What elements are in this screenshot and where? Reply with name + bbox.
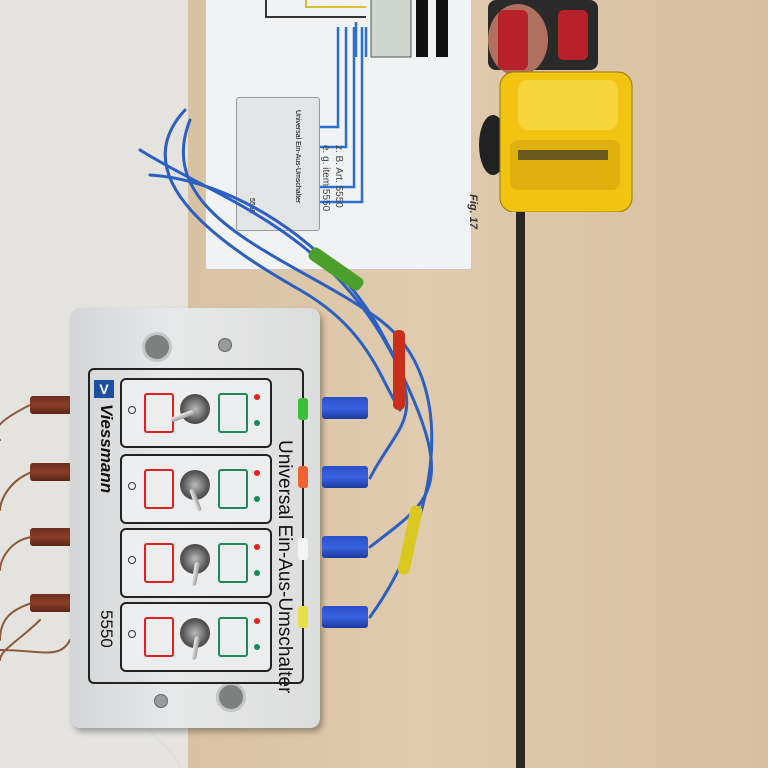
- green-led-icon: [254, 644, 260, 650]
- green-led-icon: [254, 570, 260, 576]
- brown-banana-plug[interactable]: [30, 528, 72, 546]
- indicator-circle: [128, 630, 136, 638]
- green-label-area: [218, 469, 248, 509]
- red-led-icon: [254, 618, 260, 624]
- indicator-circle: [128, 406, 136, 414]
- toggle-switch-2[interactable]: [180, 470, 210, 513]
- switch-module-3: [120, 528, 272, 598]
- toggle-lever: [190, 561, 201, 587]
- switch-box: V Viessmann 5550 Universal Ein-Aus-Umsch…: [70, 308, 320, 728]
- toggle-lever: [170, 409, 195, 423]
- green-label-area: [218, 543, 248, 583]
- desk-groove: [516, 200, 525, 768]
- toggle-lever: [190, 635, 201, 661]
- yellow-marker: [298, 606, 308, 628]
- toy-truck: [479, 0, 633, 212]
- brown-banana-plug[interactable]: [30, 594, 72, 612]
- red-label-area: [144, 469, 174, 509]
- brand-label: Viessmann: [97, 404, 116, 494]
- green-led-icon: [254, 420, 260, 426]
- diagram-switch-box: Universal Ein-Aus-Umschalter 5550: [236, 97, 320, 231]
- wiring-diagram: [265, 0, 448, 204]
- mounting-hole: [142, 332, 172, 362]
- toggle-switch-3[interactable]: [180, 544, 210, 587]
- orange-marker: [298, 466, 308, 488]
- red-label-area: [144, 543, 174, 583]
- blue-wire: [148, 173, 409, 480]
- green-led-icon: [254, 496, 260, 502]
- device-title: Universal Ein-Aus-Umschalter: [274, 440, 295, 694]
- green-label-area: [218, 617, 248, 657]
- blue-wire: [138, 148, 433, 549]
- brown-wire: [0, 404, 71, 661]
- switch-module-4: [120, 602, 272, 672]
- white-wire: [149, 729, 181, 768]
- blue-plug[interactable]: [322, 397, 368, 419]
- green-marker: [298, 398, 308, 420]
- indicator-circle: [128, 556, 136, 564]
- switch-module-2: [120, 454, 272, 524]
- blue-plug[interactable]: [322, 606, 368, 628]
- red-led-icon: [254, 470, 260, 476]
- model-number: 5550: [97, 610, 116, 648]
- toggle-switch-4[interactable]: [180, 618, 210, 661]
- red-label-area: [144, 617, 174, 657]
- brown-banana-plug[interactable]: [30, 396, 72, 414]
- instruction-sheet: Universal Ein-Aus-Umschalter 5550 z. B. …: [205, 0, 479, 270]
- switch-module-1: [120, 378, 272, 448]
- switch-panel: V Viessmann 5550 Universal Ein-Aus-Umsch…: [88, 368, 304, 693]
- indicator-circle: [128, 482, 136, 490]
- red-heatshrink: [393, 330, 405, 410]
- screw-icon: [218, 338, 232, 352]
- blue-plug[interactable]: [322, 466, 368, 488]
- blue-plug[interactable]: [322, 536, 368, 558]
- green-heatshrink: [308, 247, 364, 291]
- screw-icon: [154, 694, 168, 708]
- viessmann-logo-icon: V: [94, 380, 114, 398]
- brown-banana-plug[interactable]: [30, 463, 72, 481]
- toggle-switch-1[interactable]: [170, 394, 210, 424]
- mounting-hole: [216, 682, 246, 712]
- toggle-lever: [189, 487, 202, 513]
- red-led-icon: [254, 544, 260, 550]
- yellow-heatshrink: [397, 505, 423, 575]
- red-label-area: [144, 393, 174, 433]
- green-label-area: [218, 393, 248, 433]
- white-marker: [298, 538, 308, 560]
- red-led-icon: [254, 394, 260, 400]
